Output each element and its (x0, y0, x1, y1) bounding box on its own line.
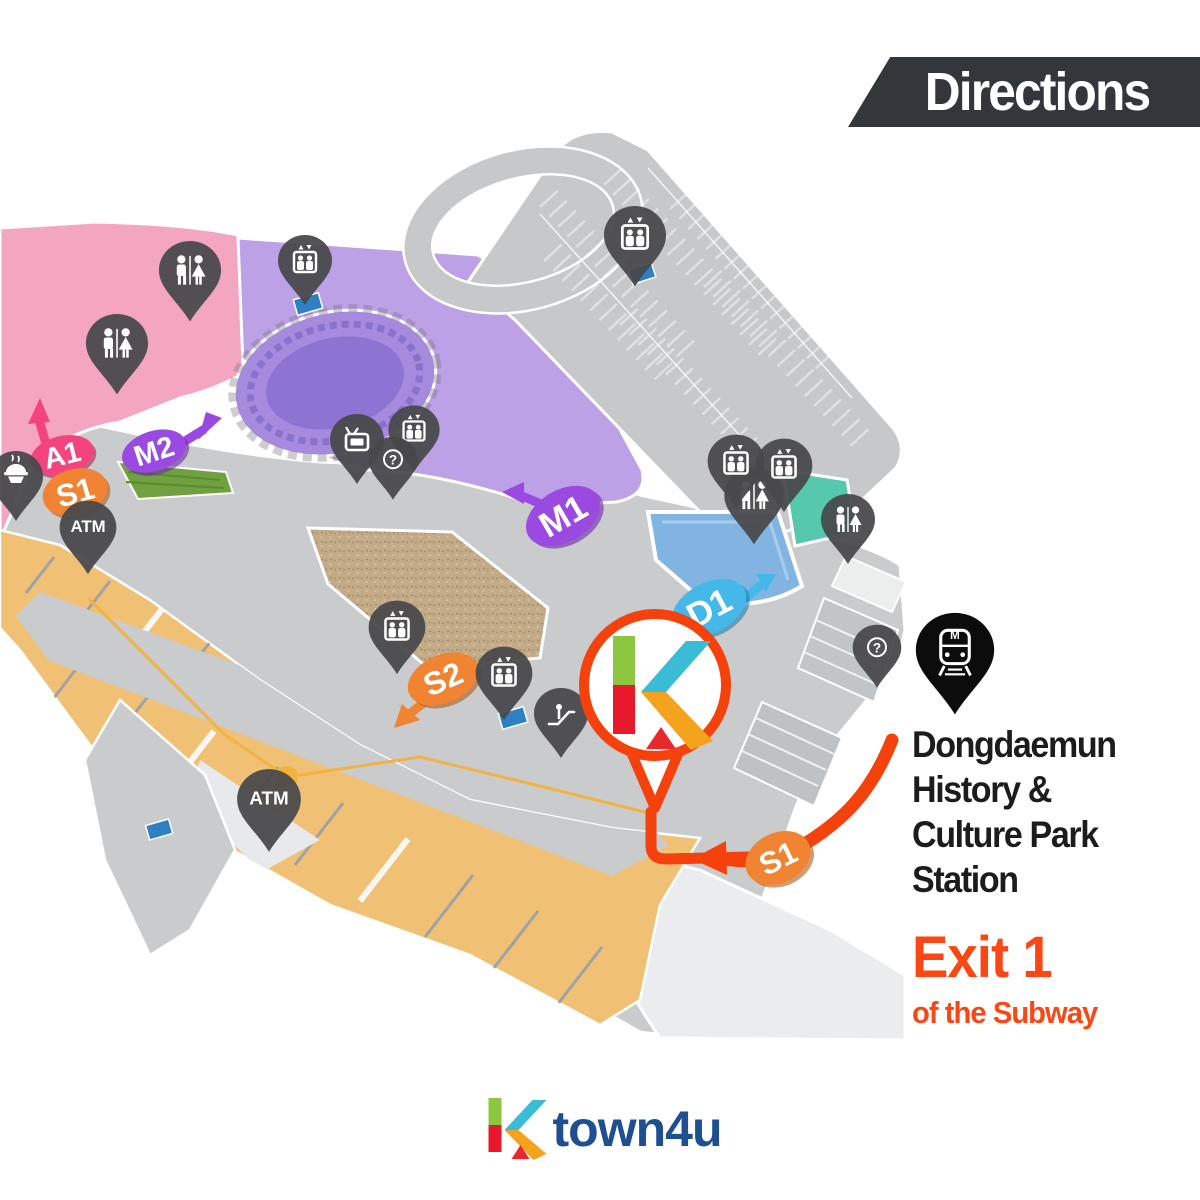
small-stairs (219, 887, 299, 951)
banner-title: Directions (924, 62, 1151, 122)
subway-station-pin: M (915, 612, 995, 715)
info-icon (383, 449, 403, 470)
svg-text:?: ? (873, 641, 881, 656)
arrow-m2 (177, 412, 222, 448)
marker-m1: M1 (526, 485, 604, 549)
ktown4u-k-logo (613, 636, 713, 750)
station-info-block: Dongdaemun History & Culture Park Statio… (912, 722, 1198, 1031)
brand-text: town4u (552, 1101, 723, 1157)
route-arrowhead (692, 841, 727, 875)
info-icon (867, 637, 887, 658)
marker-s2: S2 (407, 652, 482, 709)
footer-brand-logo: town4u (479, 1090, 722, 1162)
info-pin: ? (852, 624, 902, 688)
svg-text:?: ? (389, 453, 397, 468)
exit-subtitle: of the Subway (912, 995, 1098, 1030)
svg-text:M: M (950, 629, 960, 642)
station-name-line: Station (912, 859, 1019, 900)
station-name-line: Dongdaemun (912, 724, 1117, 765)
info-pin: ? (368, 436, 418, 500)
parking-loop-road (403, 146, 643, 314)
marker-m2: M2 (122, 429, 190, 476)
ktown4u-store-pin (579, 609, 731, 813)
facility-pins: ? ? ATM ATM M (0, 205, 995, 852)
svg-text:ATM: ATM (249, 789, 288, 810)
station-name-line: History & (912, 769, 1052, 810)
ktown4u-k-logo (488, 1098, 547, 1160)
station-name-line: Culture Park (912, 814, 1099, 855)
atm-pin: ATM (59, 500, 117, 575)
marker-s1-lower: S1 (745, 831, 815, 888)
gravel-garden (305, 526, 550, 670)
gate-markers: A1 S1 M2 M1 D1 S2 S1 (30, 429, 815, 888)
directions-banner: Directions (848, 57, 1200, 127)
svg-text:ATM: ATM (70, 517, 105, 536)
route-under-pin (645, 806, 754, 865)
exit-number: Exit 1 (912, 925, 1053, 990)
atm-pin: ATM (237, 769, 301, 852)
